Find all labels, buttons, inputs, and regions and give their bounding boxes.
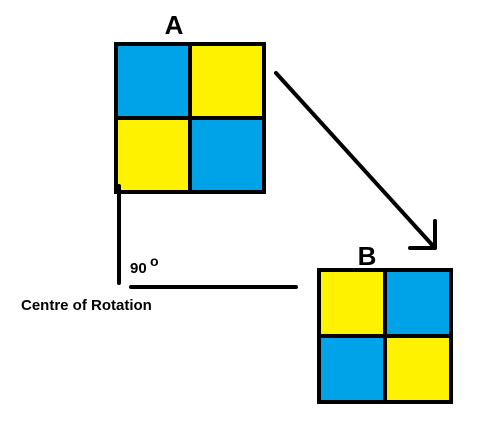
shape-a-cell-blue	[188, 116, 266, 194]
shape-b-grid	[317, 268, 453, 404]
shape-b-cell-yellow	[383, 334, 453, 404]
shape-a-cell-yellow	[114, 116, 192, 194]
shape-b-cell-blue	[317, 334, 387, 404]
shape-a-cell-blue	[114, 42, 192, 120]
shape-a-grid	[114, 42, 266, 194]
shape-b-label: B	[358, 241, 377, 271]
shape-a-border	[114, 42, 266, 194]
degree-symbol: o	[150, 253, 159, 269]
shape-b-border	[317, 268, 453, 404]
shape-a-cell-yellow	[188, 42, 266, 120]
centre-of-rotation-label: Centre of Rotation	[21, 297, 152, 314]
shape-a-label: A	[165, 10, 184, 40]
arrow-down-right-icon	[274, 71, 437, 250]
shape-b-cell-blue	[383, 268, 453, 338]
shape-b-cell-yellow	[317, 268, 387, 338]
angle-value: 90	[130, 260, 147, 277]
